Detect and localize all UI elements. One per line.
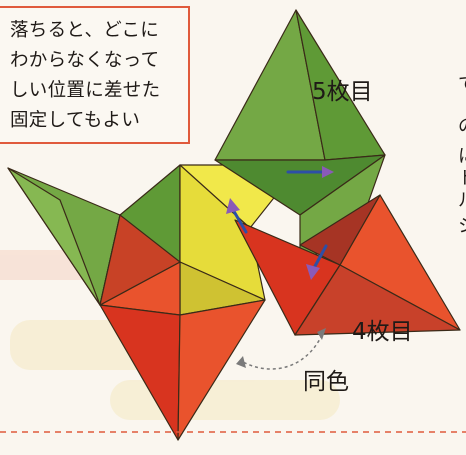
note-line-4: 固定してもよい	[10, 110, 141, 131]
bottom-red-piece	[99, 214, 266, 441]
side-text-3: に	[458, 142, 466, 168]
arc-arrowhead-right	[317, 328, 326, 340]
arrowhead-left	[226, 198, 240, 214]
side-text-2: の	[458, 112, 466, 138]
insert-arrows	[226, 166, 334, 280]
bottom-red-face-3	[177, 299, 266, 441]
side-text-6: シ	[458, 212, 466, 238]
right-red-face-3	[294, 264, 461, 336]
label-fifth-piece: 5枚目	[312, 79, 373, 105]
label-same-color: 同色	[303, 369, 349, 395]
arrow-blue-left	[230, 206, 248, 234]
right-red-piece	[234, 194, 461, 336]
side-text-4: ト	[458, 164, 466, 190]
label-fourth-piece: 4枚目	[352, 319, 413, 345]
side-text-5: ル	[458, 186, 466, 212]
side-text-1: て	[458, 70, 466, 96]
note-line-1: 落ちると、どこに	[10, 20, 160, 41]
arrowhead-top	[322, 166, 334, 178]
instruction-note: 落ちると、どこに わからなくなって しい位置に差せた 固定してもよい	[0, 6, 190, 144]
arc-arrowhead-left	[236, 356, 246, 368]
arrowhead-right	[306, 264, 320, 280]
bottom-red-face-4	[99, 214, 181, 306]
note-line-2: わからなくなって	[10, 50, 160, 71]
arrow-blue-right	[312, 244, 328, 270]
note-line-3: しい位置に差せた	[10, 80, 161, 101]
left-green-face-3	[7, 167, 101, 306]
same-color-arc	[242, 334, 323, 370]
